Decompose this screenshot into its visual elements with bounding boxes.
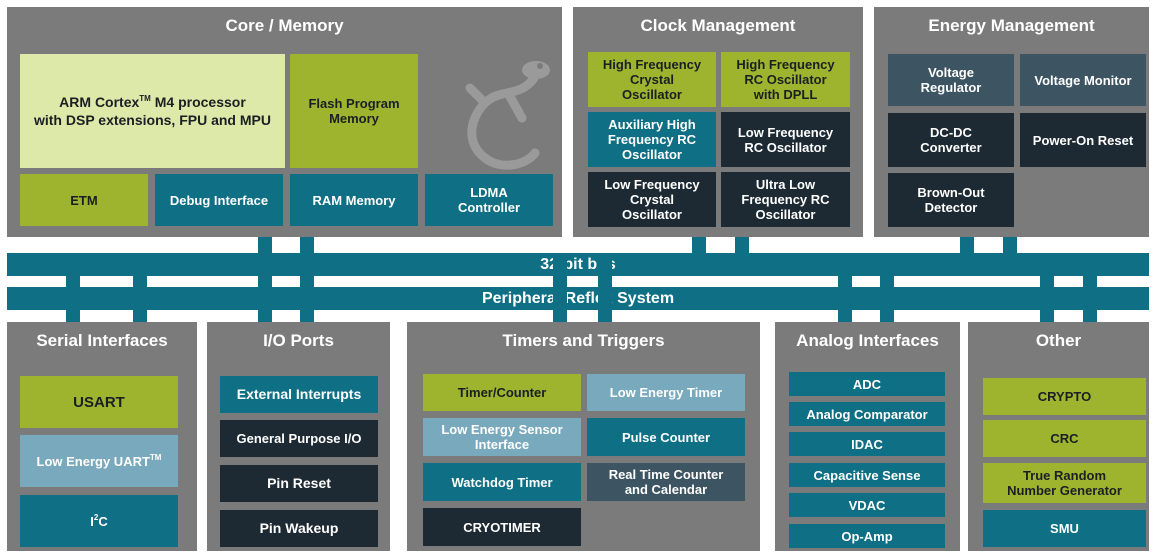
watchdog-timer-box: Watchdog Timer [423,463,581,501]
32-bit-bus: 32-bit bus [7,253,1149,276]
rtcc-box: Real Time Counter and Calendar [587,463,745,501]
low-energy-timer-box: Low Energy Timer [587,374,745,411]
bus-drop-5 [553,253,567,322]
bus-drop-2 [133,253,147,322]
peripheral-reflex-system-bus: Peripheral Reflex System [7,287,1149,310]
bus-drop-4 [300,253,314,322]
bus-cross-2 [133,276,147,287]
flash-memory-box: Flash Program Memory [290,54,418,168]
bus-gap-a [7,276,1149,287]
bus-cross-8 [880,276,894,287]
etm-box: ETM [20,174,148,226]
energy-bus-connector-2 [1003,237,1017,253]
analog-interfaces-title: Analog Interfaces [796,331,939,350]
clock-management-title: Clock Management [640,16,796,35]
core-bus-connector-2 [300,237,314,253]
ram-memory-box: RAM Memory [290,174,418,226]
bus-drop-14 [1083,253,1097,322]
trng-box: True Random Number Generator [983,463,1146,503]
analog-item-capsense: Capacitive Sense [789,463,945,487]
leuart-label: Low Energy UARTTM [36,452,162,469]
lf-crystal-oscillator-box: Low Frequency Crystal Oscillator [588,172,716,227]
power-on-reset-box: Power-On Reset [1020,113,1146,167]
bus-drop-13 [1040,253,1054,322]
pin-reset-box: Pin Reset [220,465,378,502]
bus-drop-9 [838,253,852,322]
voltage-regulator-box: Voltage Regulator [888,54,1014,106]
dcdc-converter-box: DC-DC Converter [888,113,1014,167]
other-title: Other [1035,331,1082,350]
bus-drop-1 [66,253,80,322]
voltage-monitor-box: Voltage Monitor [1020,54,1146,106]
aux-hf-rc-oscillator-box: Auxiliary High Frequency RC Oscillator [588,112,716,167]
io-ports-title: I/O Ports [263,331,334,350]
core-bus-connector-1 [258,237,272,253]
analog-item-vdac: VDAC [789,493,945,517]
pin-wakeup-box: Pin Wakeup [220,510,378,547]
cryotimer-box: CRYOTIMER [423,508,581,546]
bus-cross-1 [66,276,80,287]
bus-drop-6 [598,253,612,322]
analog-item-adc: ADC [789,372,945,396]
debug-interface-box: Debug Interface [155,174,283,226]
hf-crystal-oscillator-box: High Frequency Crystal Oscillator [588,52,716,107]
ldma-controller-box: LDMA Controller [425,174,553,226]
gecko-logo [465,61,550,170]
i2c-label: I2C [90,512,108,529]
i2c-box: I2C [20,495,178,547]
energy-management-title: Energy Management [928,16,1095,35]
bus-cross-3 [258,276,272,287]
hf-rc-oscillator-box: High Frequency RC Oscillator with DPLL [721,52,850,107]
serial-interfaces-title: Serial Interfaces [36,331,168,350]
clock-bus-connector-2 [735,237,749,253]
analog-item-idac: IDAC [789,432,945,456]
bus-drop-10 [880,253,894,322]
bus-cross-9 [1040,276,1054,287]
timers-triggers-title: Timers and Triggers [502,331,665,350]
crc-box: CRC [983,420,1146,457]
external-interrupts-box: External Interrupts [220,376,378,413]
analog-item-comparator: Analog Comparator [789,402,945,426]
gpio-box: General Purpose I/O [220,420,378,457]
core-memory-title: Core / Memory [225,16,344,35]
usart-box: USART [20,376,178,428]
ulf-rc-oscillator-box: Ultra Low Frequency RC Oscillator [721,172,850,227]
brown-out-detector-box: Brown-Out Detector [888,173,1014,227]
lesense-box: Low Energy Sensor Interface [423,418,581,456]
bus-cross-6 [598,276,612,287]
bus-drop-3 [258,253,272,322]
analog-item-opamp: Op-Amp [789,524,945,548]
bus-cross-10 [1083,276,1097,287]
clock-bus-connector-1 [692,237,706,253]
timer-counter-box: Timer/Counter [423,374,581,411]
bus-cross-4 [300,276,314,287]
bus-cross-5 [553,276,567,287]
lf-rc-oscillator-box: Low Frequency RC Oscillator [721,112,850,167]
pulse-counter-box: Pulse Counter [587,418,745,456]
leuart-box: Low Energy UARTTM [20,435,178,487]
smu-box: SMU [983,510,1146,547]
bus-cross-7 [838,276,852,287]
crypto-box: CRYPTO [983,378,1146,415]
energy-bus-connector-1 [960,237,974,253]
